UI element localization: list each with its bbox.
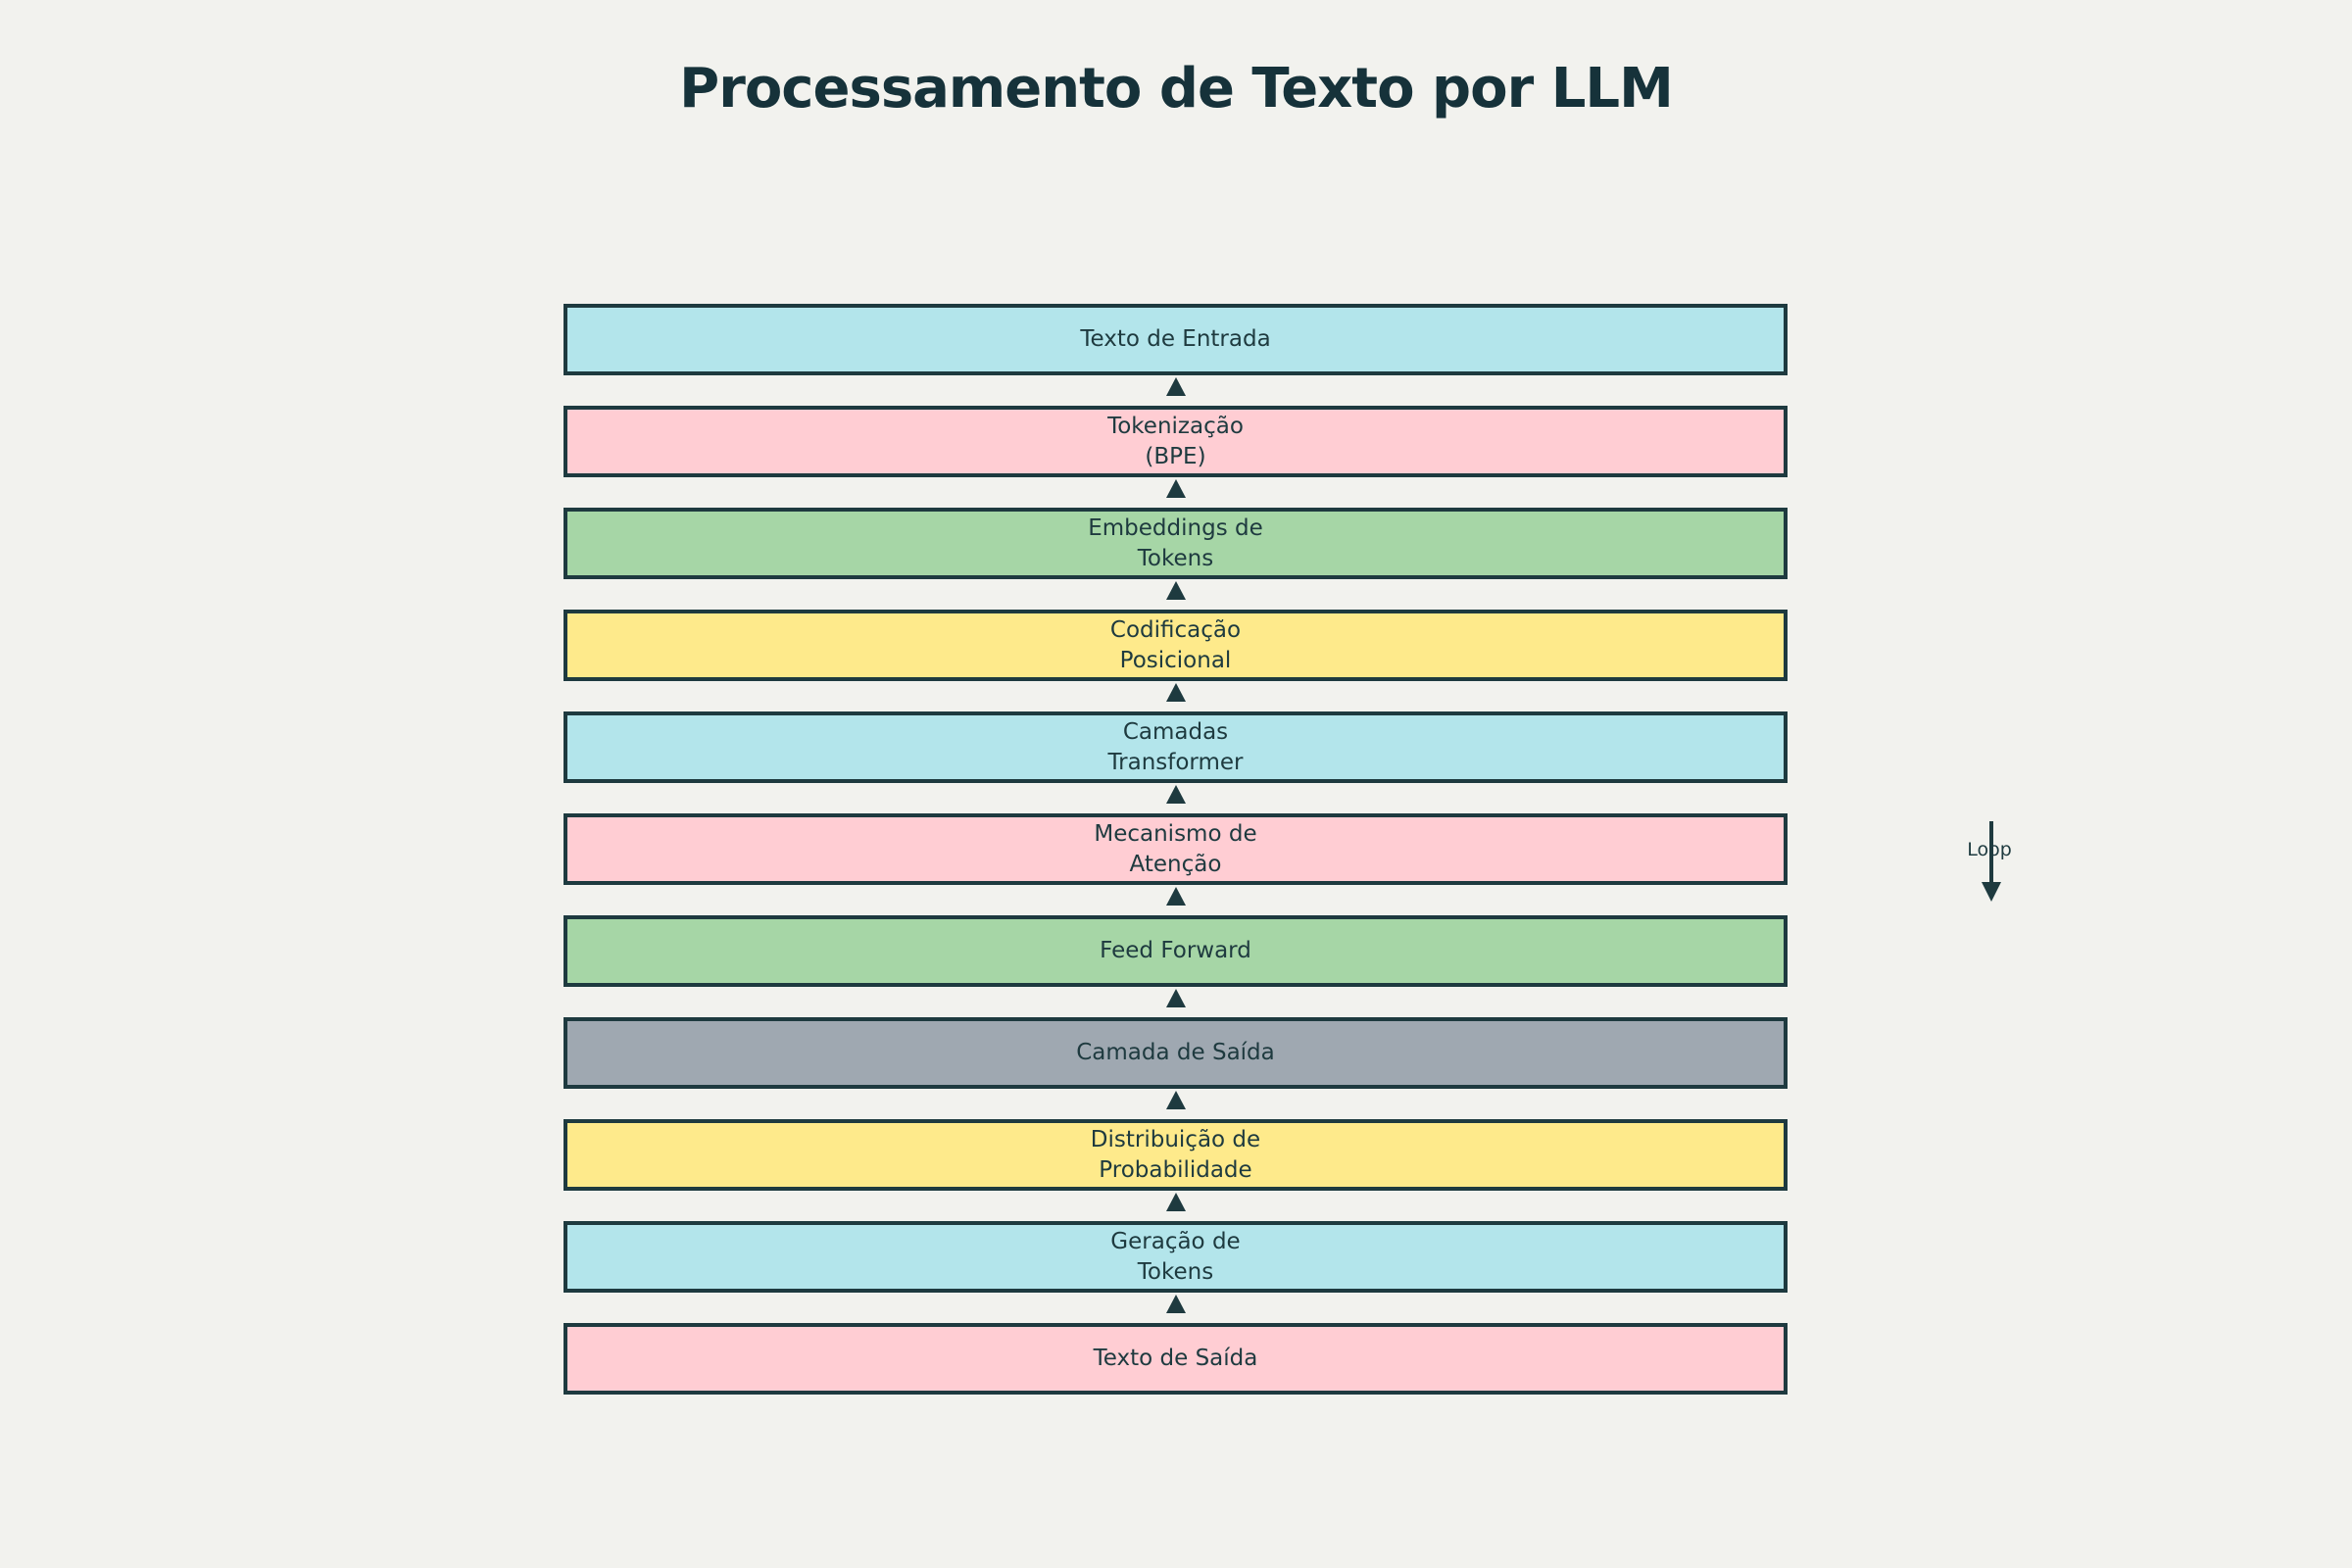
step-label: Camadas Transformer [1107,718,1244,775]
arrow-up-icon [1166,785,1186,804]
arrow-down-icon [1982,821,2001,902]
step-label: Mecanismo de Atenção [1094,820,1257,877]
step-label: Texto de Entrada [1080,326,1271,352]
arrow-up-icon [1166,989,1186,1007]
step-geracao-de-tokens: Geração de Tokens [564,1221,1788,1293]
step-label: Distribuição de Probabilidade [1090,1126,1261,1183]
arrow-up-icon [1166,377,1186,396]
arrow-up-icon [1166,887,1186,906]
loop-label: Loop [1967,839,2012,860]
step-label: Codificação Posicional [1109,616,1242,673]
step-label: Camada de Saída [1076,1040,1275,1065]
step-label: Geração de Tokens [1110,1228,1241,1285]
arrow-up-icon [1166,1193,1186,1211]
diagram-title: Processamento de Texto por LLM [679,57,1674,121]
step-mecanismo-de-atencao: Mecanismo de Atenção [564,813,1788,885]
arrow-up-icon [1166,683,1186,702]
step-camada-de-saida: Camada de Saída [564,1017,1788,1089]
step-texto-de-entrada: Texto de Entrada [564,304,1788,375]
loop-connector: Loop [1955,819,2024,904]
step-label: Feed Forward [1100,938,1251,963]
step-texto-de-saida: Texto de Saída [564,1323,1788,1395]
step-embeddings: Embeddings de Tokens [564,508,1788,579]
step-feed-forward: Feed Forward [564,915,1788,987]
step-distribuicao-de-probabilidade: Distribuição de Probabilidade [564,1119,1788,1191]
step-label: Texto de Saída [1093,1346,1258,1371]
step-codificacao-posicional: Codificação Posicional [564,610,1788,681]
arrow-up-icon [1166,479,1186,498]
arrow-up-icon [1166,581,1186,600]
step-label: Tokenização (BPE) [1107,413,1244,469]
step-camadas-transformer: Camadas Transformer [564,711,1788,783]
arrow-up-icon [1166,1091,1186,1109]
step-tokenizacao: Tokenização (BPE) [564,406,1788,477]
arrow-up-icon [1166,1295,1186,1313]
step-label: Embeddings de Tokens [1088,514,1263,571]
